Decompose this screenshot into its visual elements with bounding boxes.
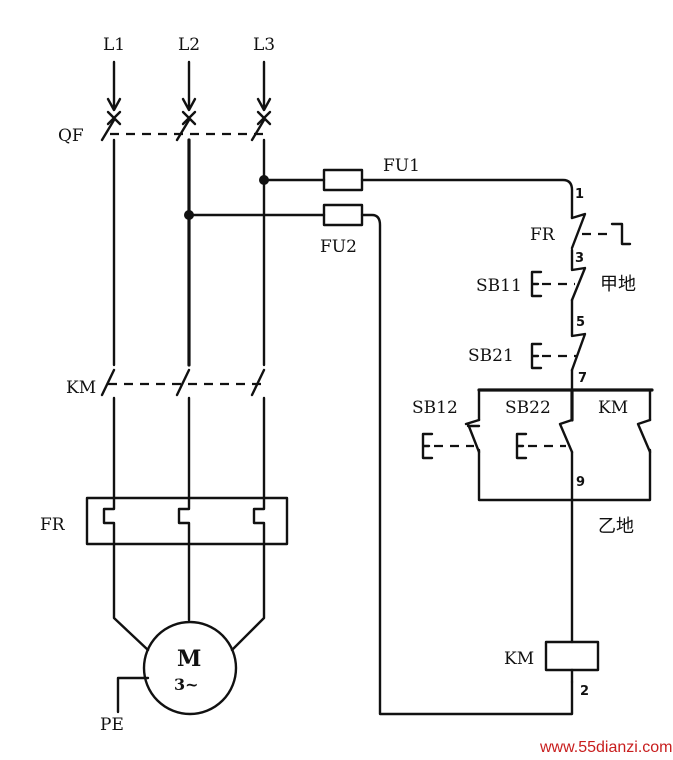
qf-mark-l3 [256, 110, 272, 126]
phase-l3-supply [256, 60, 272, 112]
node-7: 7 [578, 371, 587, 386]
fr-heater-l1 [102, 496, 116, 546]
label-qf: QF [58, 126, 84, 146]
fr-heater-l2 [177, 496, 191, 546]
fu1-fuse [322, 168, 364, 192]
phase-l1-supply [106, 60, 122, 112]
pe-ground-wire [116, 676, 150, 714]
start-branch-frame [477, 388, 652, 502]
label-pe: PE [100, 715, 124, 735]
sb22-button-icon [515, 432, 528, 460]
label-location-a: 甲地 [600, 274, 636, 295]
fr-heater-l3 [252, 496, 266, 546]
phase-l2-supply [181, 60, 197, 112]
node-3: 3 [575, 251, 584, 266]
sb21-button-icon [530, 342, 543, 370]
label-fu1: FU1 [383, 156, 420, 176]
qf-mark-l1 [106, 110, 122, 126]
label-sb11: SB11 [476, 276, 522, 296]
fu2-fuse [322, 203, 364, 227]
qf-mark-l2 [181, 110, 197, 126]
watermark: www.55dianzi.com [539, 739, 673, 756]
node-1: 1 [575, 187, 584, 202]
km-aux-contact [636, 418, 652, 454]
label-km-coil: KM [504, 649, 534, 669]
sb11-contact [570, 248, 587, 302]
sb22-contact [558, 418, 574, 454]
km-coil-box [544, 640, 600, 672]
qf-blade-l3 [250, 118, 266, 142]
label-km-aux: KM [598, 398, 628, 418]
node-9: 9 [576, 475, 585, 490]
motor-label-m: M [177, 646, 201, 672]
km-contact-l2 [175, 368, 191, 397]
sb12-button-icon [421, 432, 434, 460]
label-km-main: KM [66, 378, 96, 398]
node-5: 5 [576, 315, 585, 330]
sb21-contact [570, 298, 587, 372]
label-location-b: 乙地 [598, 516, 634, 537]
km-contact-l3 [250, 368, 266, 397]
label-l2: L2 [178, 35, 200, 55]
node-2: 2 [580, 684, 589, 699]
fr-nc-contact [570, 212, 587, 250]
qf-blade-l2 [175, 118, 191, 142]
sb12-contact [464, 418, 481, 454]
label-l3: L3 [253, 35, 275, 55]
main-circuit [85, 60, 289, 716]
label-fr-ctrl: FR [530, 225, 556, 245]
label-sb12: SB12 [412, 398, 458, 418]
fu1-out-wire [360, 178, 574, 220]
sb11-button-icon [530, 270, 543, 298]
label-sb22: SB22 [505, 398, 551, 418]
label-fu2: FU2 [320, 237, 357, 257]
motor-lead-l1 [112, 542, 150, 652]
fr-thermal-relay-box [85, 496, 289, 546]
motor-lead-l3 [230, 542, 266, 652]
qf-blade-l1 [100, 118, 116, 142]
label-fr-main: FR [40, 515, 66, 535]
control-circuit [187, 168, 654, 716]
label-l1: L1 [103, 35, 125, 55]
km-contact-l1 [100, 368, 116, 397]
motor-circle [142, 620, 238, 716]
label-sb21: SB21 [468, 346, 514, 366]
fr-actuator [610, 222, 632, 246]
fu2-return-wire [360, 213, 574, 716]
motor-label-phase: 3~ [174, 675, 199, 694]
